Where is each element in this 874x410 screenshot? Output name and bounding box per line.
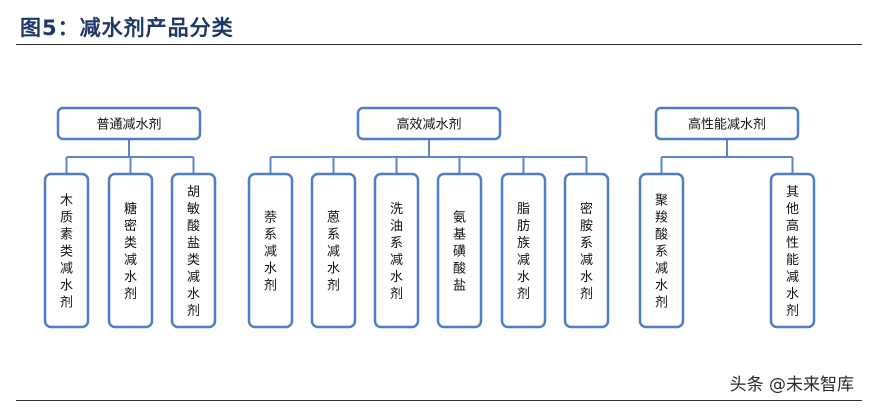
figure-title: 图5：减水剂产品分类 [20, 16, 234, 40]
product-node-label: 聚羧酸系减水剂 [655, 194, 668, 311]
category-node-box [654, 106, 800, 141]
category-node-label: 高效减水剂 [396, 117, 461, 133]
product-node-label: 氨基磺酸盐 [453, 211, 466, 294]
product-node-box [769, 172, 816, 329]
watermark: 头条 @未来智库 [729, 375, 854, 395]
product-node-box [638, 172, 685, 329]
product-node-box [563, 172, 610, 329]
product-node-label: 密胺系减水剂 [580, 201, 593, 302]
product-node-label: 萘系减水剂 [264, 211, 277, 294]
product-node-label: 木质素类减水剂 [60, 194, 73, 311]
product-node-box [500, 172, 547, 329]
category-node-label: 普通减水剂 [96, 118, 161, 133]
product-node-label: 洗油系减水剂 [390, 202, 403, 302]
category-node-box [56, 106, 202, 141]
product-node-label: 蒽系减水剂 [327, 211, 340, 294]
product-node-label: 糖密类减水剂 [124, 201, 137, 302]
product-node-box [247, 172, 294, 329]
product-node-box [436, 172, 483, 329]
bottom-rule [16, 400, 862, 401]
product-node-box [373, 172, 420, 329]
product-node-box [43, 172, 90, 329]
category-node-label: 高性能减水剂 [688, 117, 766, 133]
product-node-label: 脂肪族减水剂 [517, 202, 530, 302]
product-node-box [107, 172, 154, 329]
product-node-box [310, 172, 357, 329]
product-node-label: 胡敏酸盐类减水剂 [187, 185, 200, 319]
category-node-box [356, 106, 502, 141]
top-rule [16, 44, 862, 45]
product-node-label: 其他高性能减水剂 [786, 185, 799, 319]
product-node-box [170, 172, 217, 329]
